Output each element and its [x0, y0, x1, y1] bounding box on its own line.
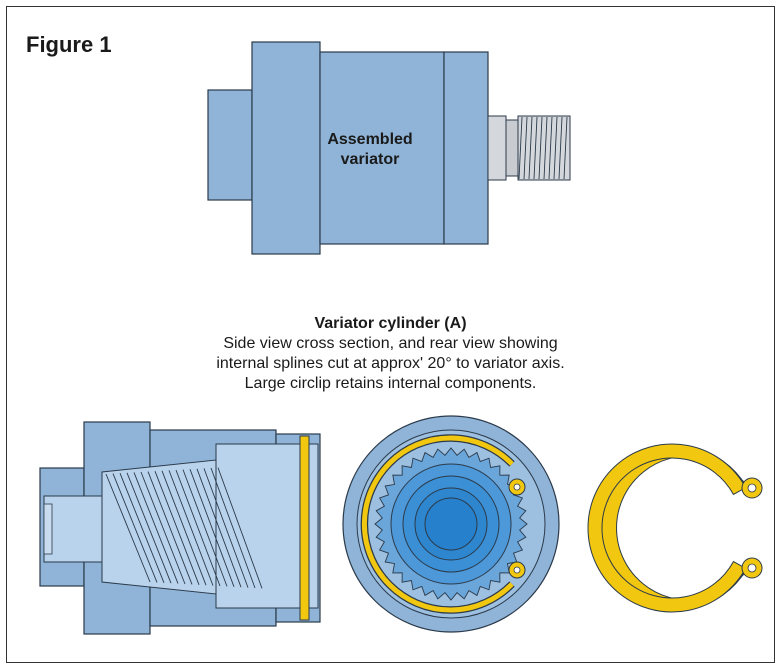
assembled-variator	[207, 41, 571, 255]
caption-line-2: internal splines cut at approx' 20° to v…	[216, 355, 565, 372]
caption-line-3: Large circlip retains internal component…	[244, 375, 537, 392]
circlip	[587, 443, 763, 613]
cylinder-side-view	[39, 421, 321, 635]
cylinder-rear-view	[342, 415, 560, 633]
assembled-label-line2: variator	[341, 151, 400, 168]
figure-title: Figure 1	[26, 32, 112, 57]
assembled-label-line1: Assembled	[327, 131, 412, 148]
caption-line-1: Side view cross section, and rear view s…	[223, 335, 558, 352]
caption-heading: Variator cylinder (A)	[314, 315, 467, 332]
caption: Variator cylinder (A) Side view cross se…	[0, 314, 781, 394]
